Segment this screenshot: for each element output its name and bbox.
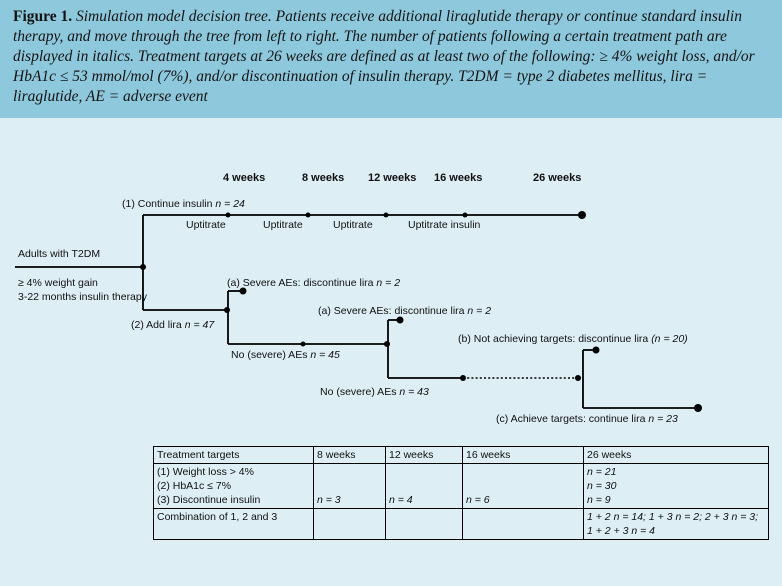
- header-8-weeks: 8 weeks: [313, 446, 386, 464]
- table-row-combination: Combination of 1, 2 and 3 1 + 2 n = 14; …: [153, 508, 769, 540]
- table-row-targets: (1) Weight loss > 4% (2) HbA1c ≤ 7% (3) …: [153, 463, 769, 509]
- cell-12wk-n: n = 4: [385, 463, 463, 509]
- value-26wk-1: n = 21: [587, 466, 617, 478]
- segment-uptitrate-3: Uptitrate: [333, 219, 373, 231]
- cell-empty-8wk: [313, 508, 386, 540]
- target-1: (1) Weight loss > 4%: [157, 466, 254, 478]
- cell-combination-label: Combination of 1, 2 and 3: [153, 508, 314, 540]
- no-ae-12wk-label: No (severe) AEs n = 43: [320, 386, 429, 398]
- value-12wk: n = 4: [389, 494, 413, 506]
- value-26wk-2: n = 30: [587, 480, 617, 492]
- outcome-c-text: (c) Achieve targets: continue lira: [496, 413, 649, 425]
- segment-uptitrate-2: Uptitrate: [263, 219, 303, 231]
- tree-nodes: [140, 211, 702, 412]
- value-26wk-3: n = 9: [587, 494, 611, 506]
- value-16wk: n = 6: [466, 494, 490, 506]
- branch-add-lira-n: n = 47: [184, 319, 215, 331]
- outcome-b-text: (b) Not achieving targets: discontinue l…: [458, 333, 652, 345]
- header-26-weeks: 26 weeks: [583, 446, 769, 464]
- outcome-b-n: (n = 20): [651, 333, 688, 345]
- population-criterion-2: 3-22 months insulin therapy: [18, 291, 147, 303]
- severe-ae-4wk-text: (a) Severe AEs: discontinue lira: [227, 277, 377, 289]
- outcome-b-label: (b) Not achieving targets: discontinue l…: [458, 333, 688, 345]
- target-2: (2) HbA1c ≤ 7%: [157, 480, 232, 492]
- header-treatment-targets: Treatment targets: [153, 446, 314, 464]
- branch-continue-insulin-label: (1) Continue insulin n = 24: [122, 198, 245, 210]
- tree-edges: [15, 214, 698, 409]
- timeline-label-8-weeks: 8 weeks: [302, 172, 345, 184]
- cell-empty-12wk: [385, 508, 463, 540]
- severe-ae-4wk-n: n = 2: [376, 277, 401, 289]
- branch-add-lira-label: (2) Add lira n = 47: [131, 319, 214, 331]
- timeline-label-12-weeks: 12 weeks: [368, 172, 417, 184]
- combination-line-2: 1 + 2 + 3 n = 4: [587, 525, 656, 537]
- cell-8wk-n: n = 3: [313, 463, 386, 509]
- cell-16wk-n: n = 6: [462, 463, 584, 509]
- cell-26wk-n: n = 21 n = 30 n = 9: [583, 463, 769, 509]
- branch-add-lira-text: (2) Add lira: [131, 319, 185, 331]
- figure-caption: Figure 1. Simulation model decision tree…: [0, 0, 782, 118]
- population-title: Adults with T2DM: [18, 248, 101, 260]
- no-ae-12wk-n: n = 43: [399, 386, 429, 398]
- no-ae-4wk-text: No (severe) AEs: [231, 349, 311, 361]
- cell-target-list: (1) Weight loss > 4% (2) HbA1c ≤ 7% (3) …: [153, 463, 314, 509]
- target-3: (3) Discontinue insulin: [157, 494, 261, 506]
- table-header-row: Treatment targets 8 weeks 12 weeks 16 we…: [153, 446, 769, 464]
- severe-ae-4wk-label: (a) Severe AEs: discontinue lira n = 2: [227, 277, 400, 289]
- cell-combination-26wk: 1 + 2 n = 14; 1 + 3 n = 2; 2 + 3 n = 3; …: [583, 508, 769, 540]
- value-8wk: n = 3: [317, 494, 341, 506]
- severe-ae-12wk-n: n = 2: [467, 305, 492, 317]
- treatment-targets-table: Treatment targets 8 weeks 12 weeks 16 we…: [153, 446, 769, 540]
- timeline-label-4-weeks: 4 weeks: [223, 172, 266, 184]
- header-12-weeks: 12 weeks: [385, 446, 463, 464]
- severe-ae-12wk-text: (a) Severe AEs: discontinue lira: [318, 305, 468, 317]
- branch-continue-insulin-n: n = 24: [215, 198, 245, 210]
- header-16-weeks: 16 weeks: [462, 446, 584, 464]
- severe-ae-12wk-label: (a) Severe AEs: discontinue lira n = 2: [318, 305, 491, 317]
- segment-uptitrate-insulin: Uptitrate insulin: [408, 219, 481, 231]
- cell-empty-16wk: [462, 508, 584, 540]
- timeline-label-26-weeks: 26 weeks: [533, 172, 582, 184]
- segment-uptitrate-1: Uptitrate: [186, 219, 226, 231]
- figure-caption-text: Simulation model decision tree. Patients…: [13, 8, 755, 105]
- no-ae-4wk-label: No (severe) AEs n = 45: [231, 349, 340, 361]
- branch-continue-insulin-text: (1) Continue insulin: [122, 198, 216, 210]
- combination-line-1: 1 + 2 n = 14; 1 + 3 n = 2; 2 + 3 n = 3;: [587, 511, 759, 523]
- outcome-c-n: n = 23: [648, 413, 678, 425]
- outcome-c-label: (c) Achieve targets: continue lira n = 2…: [496, 413, 678, 425]
- population-criterion-1: ≥ 4% weight gain: [18, 277, 98, 289]
- no-ae-12wk-text: No (severe) AEs: [320, 386, 400, 398]
- no-ae-4wk-n: n = 45: [310, 349, 340, 361]
- timeline-label-16-weeks: 16 weeks: [434, 172, 483, 184]
- figure-number: Figure 1.: [13, 8, 73, 25]
